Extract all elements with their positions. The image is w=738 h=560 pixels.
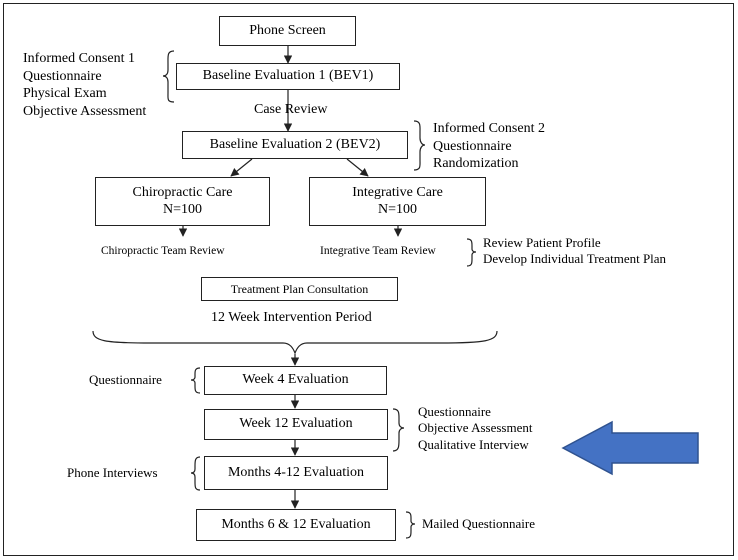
months-4-12-annotation: Phone Interviews: [67, 465, 158, 481]
integ-team-review-label: Integrative Team Review: [320, 245, 436, 257]
team-review-item: Review Patient Profile: [483, 235, 601, 250]
brace-week12: [392, 408, 405, 452]
treatment-plan-box: Treatment Plan Consultation: [201, 277, 398, 301]
integrative-care-box: Integrative Care N=100: [309, 177, 486, 226]
bev1-item: Questionnaire: [23, 68, 102, 84]
bev1-annotation: Informed Consent 1 Questionnaire Physica…: [23, 50, 146, 120]
bev2-annotation: Informed Consent 2 Questionnaire Randomi…: [433, 120, 545, 173]
week4-annotation: Questionnaire: [89, 372, 162, 388]
months-4-12-item: Phone Interviews: [67, 465, 158, 480]
case-review-label: Case Review: [254, 102, 328, 117]
integ-care-count: N=100: [377, 201, 417, 217]
highlight-arrow-icon: [561, 420, 699, 476]
outer-frame: [3, 3, 734, 556]
intervention-period-label: 12 Week Intervention Period: [211, 310, 372, 325]
team-review-item: Develop Individual Treatment Plan: [483, 251, 667, 267]
bev2-box: Baseline Evaluation 2 (BEV2): [182, 131, 408, 159]
phone-screen-box: Phone Screen: [219, 16, 356, 46]
bev2-item: Informed Consent 2: [433, 121, 545, 136]
bev1-item: Objective Assessment: [23, 103, 147, 119]
bev1-box: Baseline Evaluation 1 (BEV1): [176, 63, 400, 90]
integ-care-title: Integrative Care: [352, 184, 443, 200]
week12-annotation: Questionnaire Objective Assessment Quali…: [418, 404, 532, 453]
months-4-12-box: Months 4-12 Evaluation: [204, 456, 388, 490]
chiro-care-title: Chiropractic Care: [132, 184, 233, 200]
bev2-item: Questionnaire: [433, 138, 512, 154]
intervention-brace: [92, 330, 498, 355]
week12-item: Objective Assessment: [418, 420, 533, 436]
brace-week4: [190, 367, 201, 394]
team-review-annotation: Review Patient Profile Develop Individua…: [483, 235, 666, 268]
months-6-12-item: Mailed Questionnaire: [422, 516, 535, 531]
brace-bev1: [162, 50, 175, 103]
brace-m612: [405, 511, 416, 539]
arrow-bev2-to-integ: [346, 158, 369, 177]
months-6-12-annotation: Mailed Questionnaire: [422, 516, 535, 532]
week4-item: Questionnaire: [89, 372, 162, 387]
bev1-item: Informed Consent 1: [23, 51, 135, 66]
arrow-bev2-to-chiro: [230, 158, 253, 177]
chiropractic-care-box: Chiropractic Care N=100: [95, 177, 270, 226]
months-6-12-box: Months 6 & 12 Evaluation: [196, 509, 396, 541]
week4-box: Week 4 Evaluation: [204, 366, 387, 395]
chiro-care-count: N=100: [162, 201, 202, 217]
brace-m412: [190, 456, 201, 491]
week12-item: Questionnaire: [418, 404, 491, 419]
week12-item: Qualitative Interview: [418, 436, 529, 452]
bev1-item: Physical Exam: [23, 86, 107, 101]
brace-team-review: [466, 238, 477, 267]
chiro-team-review-label: Chiropractic Team Review: [101, 245, 225, 257]
bev2-item: Randomization: [433, 156, 519, 171]
brace-bev2: [413, 120, 426, 171]
week12-box: Week 12 Evaluation: [204, 409, 388, 440]
